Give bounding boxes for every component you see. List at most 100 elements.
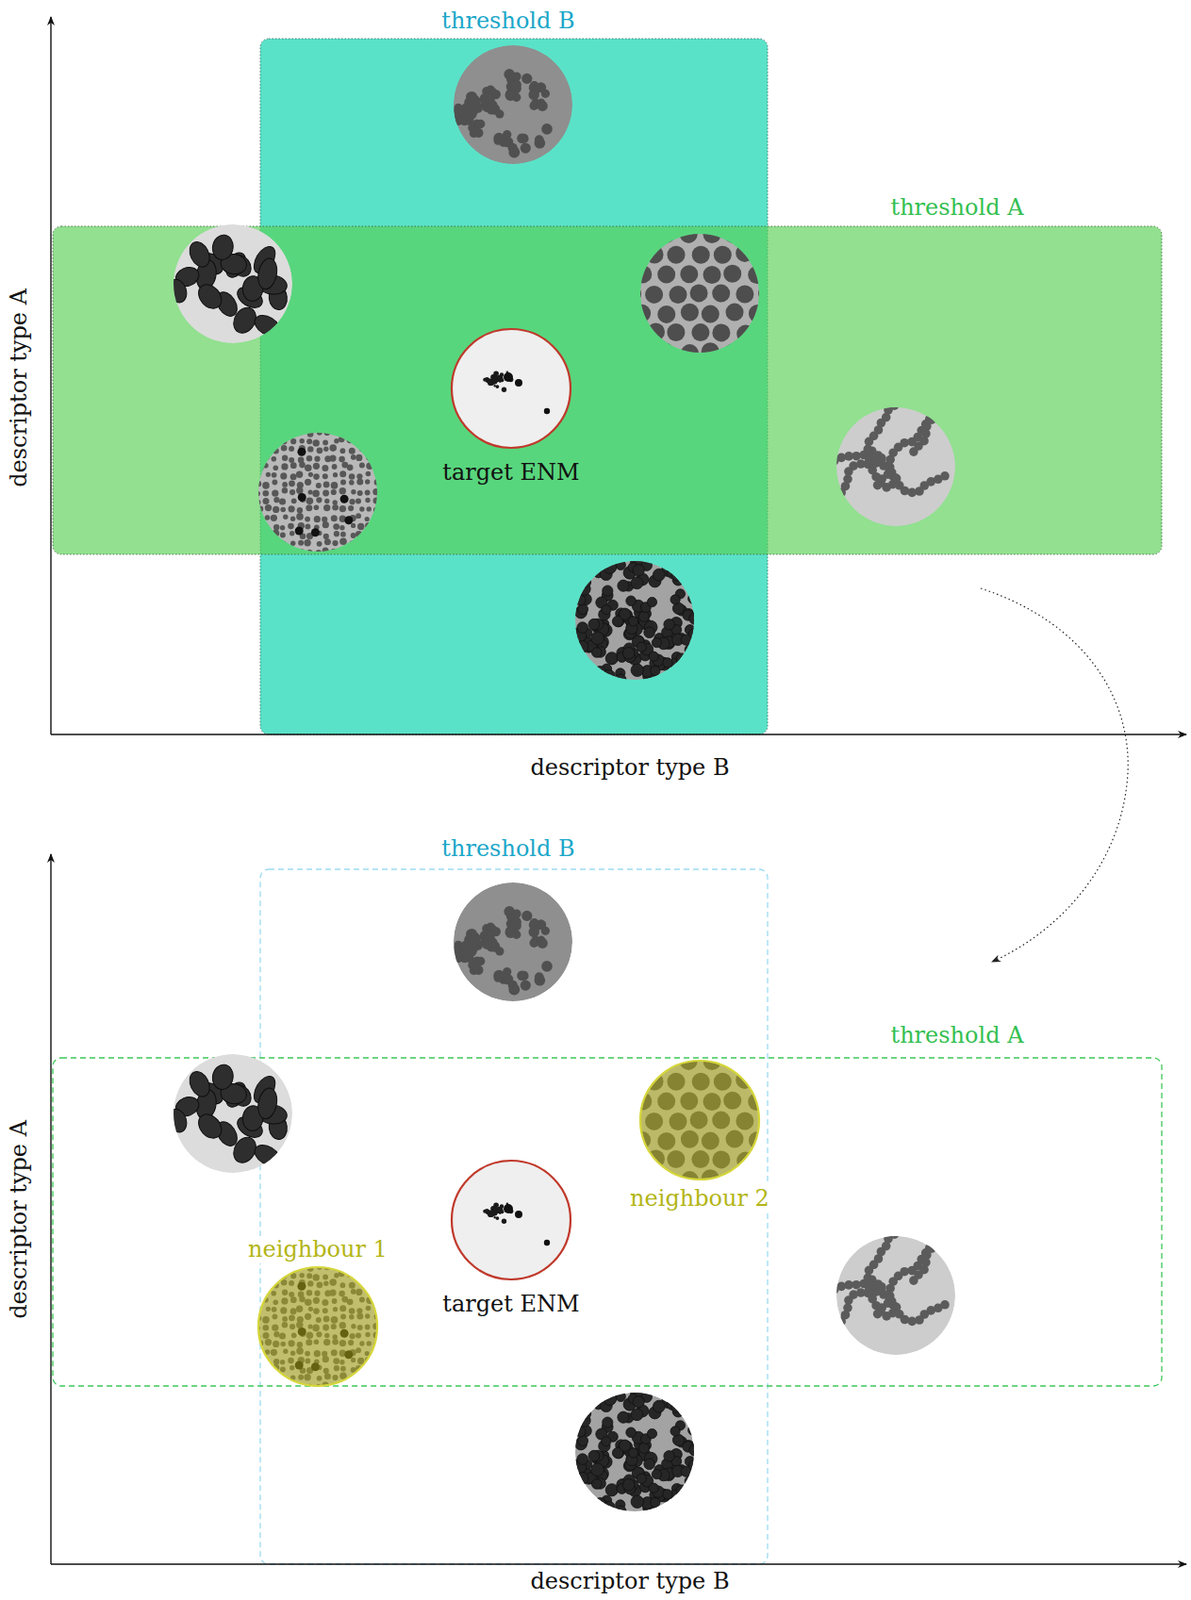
tem-particle bbox=[355, 1271, 362, 1277]
tem-particle bbox=[364, 490, 371, 497]
tem-particle bbox=[256, 464, 264, 472]
tem-particle bbox=[281, 463, 288, 470]
tem-particle bbox=[688, 594, 699, 605]
tem-particle bbox=[605, 652, 618, 665]
tem-particle bbox=[688, 1425, 699, 1437]
tem-particle bbox=[831, 509, 842, 519]
tem-particle bbox=[758, 325, 777, 344]
tem-particle bbox=[375, 1358, 380, 1365]
tem-particle bbox=[273, 464, 280, 471]
tem-particle bbox=[600, 205, 619, 224]
tem-particle bbox=[271, 546, 279, 554]
tem-particle bbox=[503, 1204, 513, 1214]
tem-particle bbox=[262, 539, 269, 546]
tem-particle bbox=[883, 1234, 894, 1244]
tem-background bbox=[575, 1392, 695, 1512]
tem-particle bbox=[485, 1209, 491, 1215]
tem-particle bbox=[357, 523, 364, 530]
tem-particle bbox=[628, 1448, 639, 1458]
tem-particle bbox=[255, 491, 261, 497]
tem-particle bbox=[692, 363, 711, 381]
tem-particle bbox=[264, 437, 272, 445]
tem-particle bbox=[165, 1107, 190, 1136]
axis-label-holder: descriptor type A bbox=[0, 374, 118, 402]
tem-particle bbox=[322, 440, 329, 447]
tem-particle bbox=[945, 1215, 956, 1225]
tem-image bbox=[165, 1054, 293, 1174]
tem-particle bbox=[638, 1170, 652, 1182]
tem-particle bbox=[344, 515, 353, 525]
tem-particle bbox=[638, 611, 649, 622]
circle-ring bbox=[640, 1060, 760, 1180]
tem-image bbox=[253, 428, 382, 557]
tem-background bbox=[453, 882, 573, 1002]
tem-particle bbox=[262, 524, 269, 531]
tem-particle bbox=[324, 538, 331, 546]
tem-particle bbox=[347, 463, 354, 471]
tem-particle bbox=[645, 246, 664, 265]
tem-particle bbox=[937, 406, 947, 416]
tem-particle bbox=[363, 1372, 372, 1380]
tem-particle bbox=[621, 364, 640, 383]
tem-particle bbox=[829, 1285, 840, 1295]
tem-particle bbox=[347, 436, 354, 444]
tem-particle bbox=[937, 1235, 947, 1245]
tem-particle bbox=[836, 1317, 846, 1327]
tem-particle bbox=[493, 384, 496, 387]
circle-ring bbox=[451, 329, 571, 448]
tem-particle bbox=[290, 473, 298, 480]
tem-background bbox=[836, 1236, 956, 1356]
tem-particle bbox=[194, 280, 227, 314]
tem-particle bbox=[376, 1265, 380, 1270]
tem-particle bbox=[374, 447, 381, 454]
tem-particle bbox=[250, 311, 283, 341]
tem-particle bbox=[541, 89, 550, 99]
tem-particle bbox=[297, 507, 303, 513]
tem-particle bbox=[671, 1402, 682, 1413]
tem-particle bbox=[467, 960, 478, 971]
axis-label: descriptor type B bbox=[529, 1568, 729, 1596]
tem-particle bbox=[281, 445, 288, 452]
tem-particle bbox=[265, 1384, 272, 1389]
tem-particle bbox=[165, 277, 190, 306]
tem-particle bbox=[262, 529, 269, 537]
tem-particle bbox=[281, 481, 288, 488]
tem-particle bbox=[680, 344, 699, 363]
tem-particle bbox=[648, 651, 659, 662]
tem-particle bbox=[651, 638, 662, 648]
tem-particle bbox=[350, 523, 356, 529]
tem-particle bbox=[671, 570, 682, 581]
tem-background bbox=[836, 407, 956, 527]
tem-particle bbox=[830, 1330, 841, 1340]
tem-particle bbox=[255, 1086, 280, 1121]
tem-particle bbox=[263, 446, 270, 454]
tem-particle bbox=[314, 456, 320, 463]
tem-particle bbox=[651, 1470, 662, 1480]
tem-particle bbox=[544, 408, 550, 414]
enm-circle: target ENM bbox=[440, 329, 581, 487]
tem-particle bbox=[265, 430, 272, 436]
tem-particle bbox=[633, 264, 652, 283]
circle-outline bbox=[638, 1058, 761, 1182]
tem-particle bbox=[544, 1240, 550, 1246]
tem-particle bbox=[603, 1392, 617, 1407]
tem-particle bbox=[468, 105, 480, 116]
tem-particle bbox=[331, 504, 339, 512]
tem-particle bbox=[940, 1300, 950, 1310]
tem-particle bbox=[670, 595, 680, 605]
tem-particle bbox=[771, 263, 790, 282]
tem-particle bbox=[711, 284, 730, 303]
circle-ring bbox=[258, 1267, 378, 1387]
tem-particle bbox=[826, 1291, 836, 1302]
tem-particle bbox=[645, 364, 664, 383]
tem-particle bbox=[332, 499, 338, 505]
tem-particle bbox=[303, 539, 311, 546]
tem-particle bbox=[644, 627, 656, 639]
tem-particle bbox=[834, 516, 844, 527]
tem-particle bbox=[636, 642, 646, 652]
tem-particle bbox=[615, 674, 627, 685]
tem-particle bbox=[816, 474, 827, 484]
tem-particle bbox=[314, 515, 321, 523]
tem-particle bbox=[454, 943, 464, 953]
tem-particle bbox=[829, 456, 840, 466]
